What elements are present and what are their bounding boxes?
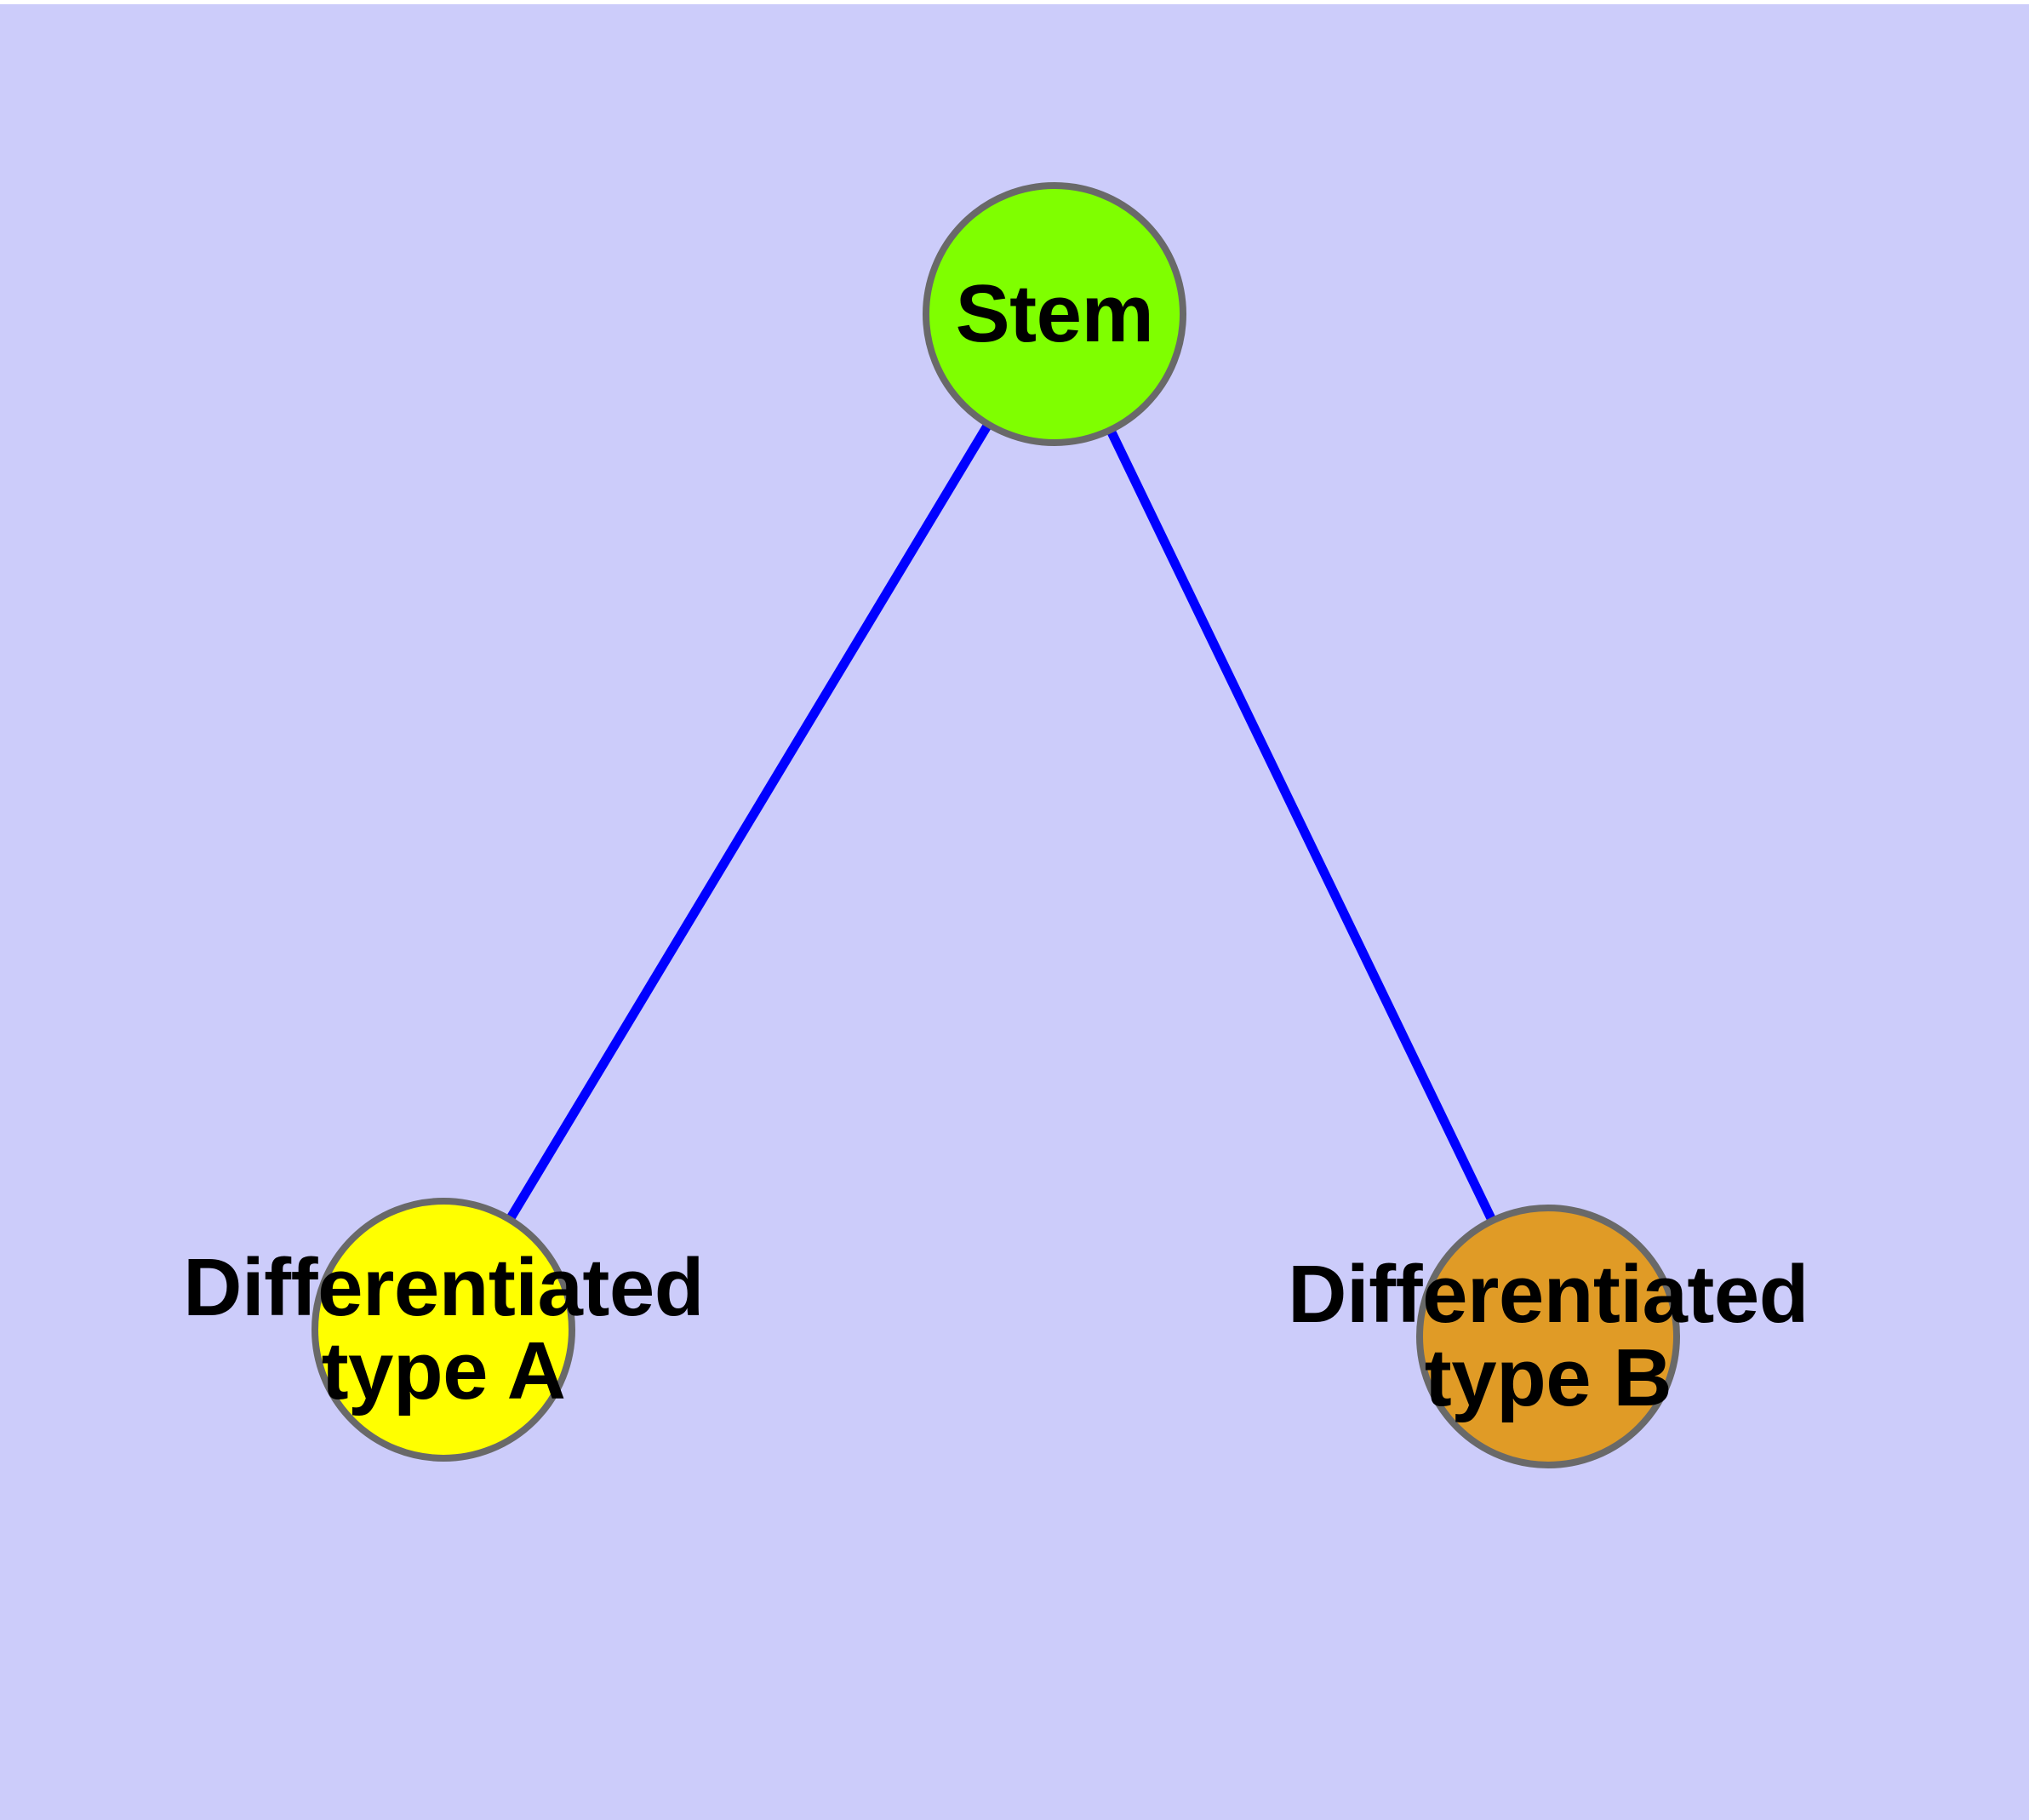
graph-node-diff_a[interactable] — [311, 1198, 575, 1462]
edges-group — [439, 312, 1552, 1339]
graph-node-diff_b[interactable] — [1416, 1205, 1680, 1468]
graph-node-stem[interactable] — [923, 182, 1186, 446]
nodes-group — [311, 182, 1680, 1468]
graph-edge — [439, 312, 1059, 1332]
graph-svg — [311, 182, 1680, 1468]
graph-edge — [1050, 312, 1552, 1339]
